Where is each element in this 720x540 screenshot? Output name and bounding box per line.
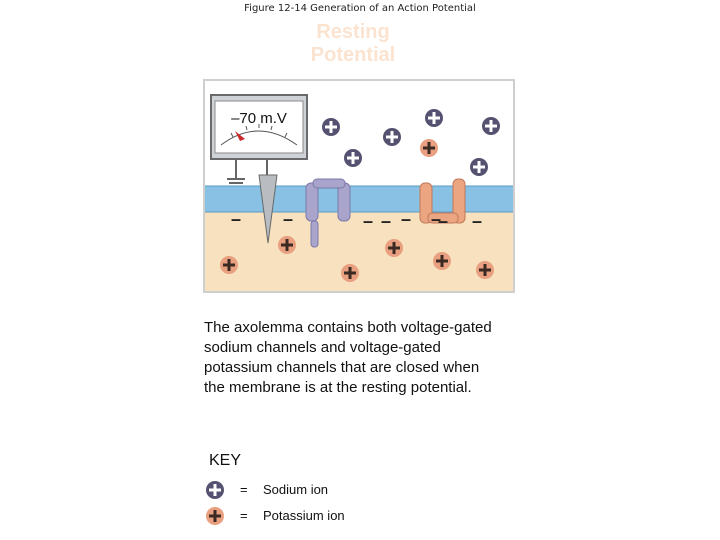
- sodium-ion-icon: [322, 118, 340, 136]
- description-text: The axolemma contains both voltage-gated…: [204, 319, 492, 396]
- voltmeter: –70 m.V: [210, 94, 308, 184]
- sodium-ion-icon: [383, 128, 401, 146]
- key-item-potassium: = Potassium ion: [204, 505, 464, 527]
- key-item-sodium: = Sodium ion: [204, 479, 464, 501]
- potassium-ion-icon: [206, 507, 224, 525]
- potassium-ion-icon: [476, 261, 494, 279]
- sodium-ion-icon: [344, 149, 362, 167]
- sodium-ion-icon: [482, 117, 500, 135]
- voltmeter-needle: [235, 131, 245, 141]
- negative-charge: –: [472, 211, 482, 231]
- resting-potential-heading: Resting Potential: [310, 21, 396, 66]
- sodium-ion-icon: [206, 481, 224, 499]
- sodium-ion-icon: [425, 109, 443, 127]
- negative-charge: –: [283, 209, 293, 229]
- axolemma-membrane: [205, 186, 513, 212]
- negative-charge: –: [231, 209, 241, 229]
- potassium-ion-icon: [278, 236, 296, 254]
- voltmeter-reading: –70 m.V: [231, 110, 287, 127]
- microelectrode: [258, 174, 278, 244]
- sodium-channel: [305, 178, 351, 248]
- key-label-potassium: Potassium ion: [263, 508, 345, 523]
- potassium-ion-icon: [220, 256, 238, 274]
- sodium-ion-icon: [470, 158, 488, 176]
- potassium-ion-icon: [341, 264, 359, 282]
- negative-charge: –: [363, 211, 373, 231]
- potassium-channel: [419, 178, 466, 224]
- axon-membrane-diagram: –70 m.V – – – – –: [203, 79, 515, 293]
- negative-charge: –: [401, 209, 411, 229]
- negative-charge: –: [381, 211, 391, 231]
- key-equals: =: [240, 508, 248, 523]
- negative-charge: –: [431, 209, 441, 229]
- figure-title: Figure 12-14 Generation of an Action Pot…: [244, 3, 476, 14]
- key-equals: =: [240, 482, 248, 497]
- key-label-sodium: Sodium ion: [263, 482, 329, 497]
- cytoplasm: [205, 212, 513, 291]
- key-title: KEY: [209, 452, 242, 469]
- negative-charge: –: [438, 211, 448, 231]
- potassium-ion-icon: [420, 139, 438, 157]
- potassium-ion-icon: [385, 239, 403, 257]
- potassium-ion-icon: [433, 252, 451, 270]
